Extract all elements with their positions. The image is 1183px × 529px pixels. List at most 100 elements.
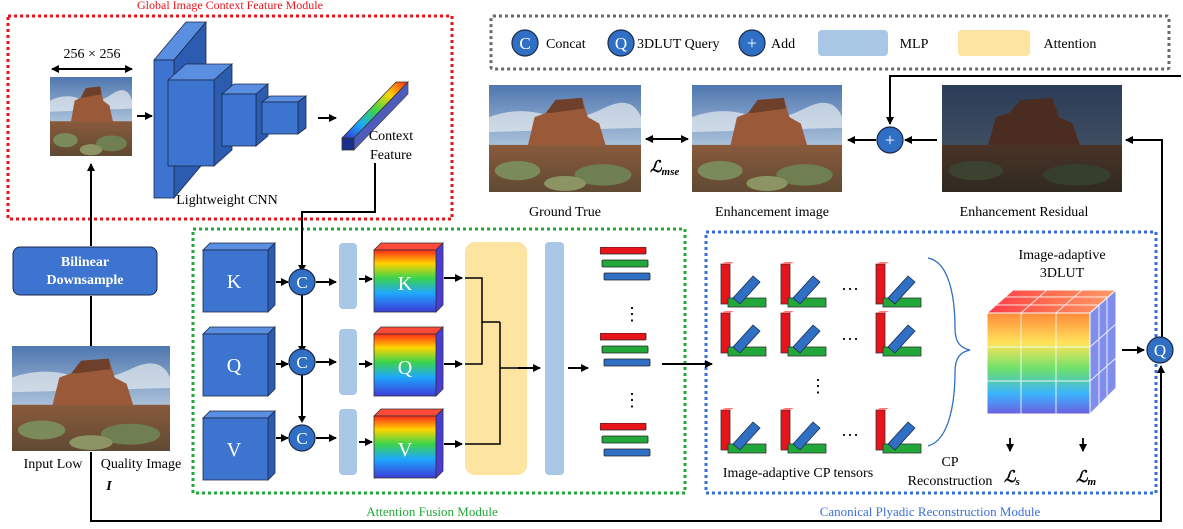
cp-tensor-r2c1 <box>721 311 766 356</box>
attention-module-title: Attention Fusion Module <box>366 504 498 519</box>
q-token-label: Q <box>227 355 242 377</box>
concat-node-v <box>288 424 316 452</box>
loss-m: ℒm <box>1076 469 1097 488</box>
v-feature-cube <box>373 408 444 479</box>
cp-tensor-r2c3 <box>876 311 921 356</box>
legend-concat-label: Concat <box>546 37 586 52</box>
context-label-line2: Feature <box>370 148 412 163</box>
loss-m-subscript: m <box>1088 476 1097 488</box>
k-token-label: K <box>227 271 242 293</box>
concat-node-k-symbol: C <box>296 273 307 292</box>
query-icon-symbol: Q <box>615 34 627 53</box>
lut-label-line2: 3DLUT <box>1040 266 1085 281</box>
cp-ellipsis-r1: … <box>841 274 859 294</box>
enhancement-image <box>692 85 842 192</box>
cnn-label: Lightweight CNN <box>176 193 278 208</box>
output-vectors-3 <box>600 423 650 456</box>
loss-m-symbol: ℒ <box>1076 469 1089 486</box>
loss-mse: ℒmse <box>650 159 679 178</box>
downsampled-image <box>50 77 132 156</box>
attention-swatch <box>958 30 1030 56</box>
cp-brace <box>927 257 971 447</box>
k-feature-cube <box>373 242 444 313</box>
cp-vdots: ⋮ <box>809 376 827 396</box>
lut-label-line1: Image-adaptive <box>1018 248 1105 263</box>
legend-mlp-label: MLP <box>900 37 929 52</box>
legend: C Concat Q 3DLUT Query + Add MLP Attenti… <box>489 14 1171 71</box>
loss-s-symbol: ℒ <box>1004 469 1017 486</box>
concat-node-q <box>288 348 316 376</box>
cp-tensor-r3c1 <box>721 408 766 453</box>
add-node-symbol: + <box>885 130 895 150</box>
concat-node-k <box>288 268 316 296</box>
legend-frame <box>489 14 1171 71</box>
cp-module-title: Canonical Plyadic Reconstruction Module <box>820 504 1041 519</box>
output-vectors-1 <box>600 247 650 280</box>
v-token-cube <box>202 410 276 481</box>
bilinear-downsample-block <box>12 246 158 296</box>
attention-fusion-module-frame <box>191 227 687 495</box>
cp-module: … … ⋮ … Image-adaptive CP tensors CP Rec… <box>721 248 1145 489</box>
mlp-swatch <box>818 30 888 56</box>
downsample-label-line2: Downsample <box>46 273 123 288</box>
global-context-module: 256 × 256 Lightweight CNN Context Featur… <box>50 20 413 208</box>
lut-query-node-symbol: Q <box>1154 341 1166 360</box>
input-variable: I <box>105 479 112 494</box>
legend-attention-label: Attention <box>1044 37 1097 52</box>
loss-s: ℒs <box>1004 469 1020 488</box>
concat-node-q-symbol: C <box>296 353 307 372</box>
cp-tensors-label: Image-adaptive CP tensors <box>723 466 873 481</box>
cp-ellipsis-r2: … <box>841 324 859 344</box>
cp-tensor-r3c2 <box>781 408 826 453</box>
add-icon <box>738 29 766 57</box>
cp-recon-label-line1: CP <box>941 455 958 470</box>
cp-tensor-r2c2 <box>781 311 826 356</box>
k-feature-label: K <box>398 273 413 295</box>
q-feature-cube <box>373 326 444 397</box>
cp-tensor-r1c1 <box>721 262 766 307</box>
cp-recon-label-line2: Reconstruction <box>908 474 993 489</box>
q-token-cube <box>202 326 276 397</box>
cp-ellipsis-r3: … <box>841 420 859 440</box>
ground-true-image <box>489 85 641 192</box>
loss-mse-subscript: mse <box>662 166 680 178</box>
attention-block <box>465 242 527 475</box>
k-token-cube <box>202 242 276 313</box>
concat-icon-symbol: C <box>519 34 530 53</box>
output-mlp <box>545 242 564 475</box>
adaptive-3dlut-cube <box>985 288 1118 416</box>
input-label-line2: Quality Image <box>101 457 181 472</box>
lut-query-node <box>1146 336 1174 364</box>
v-feature-label: V <box>398 439 413 461</box>
output-vdots-2: ⋮ <box>623 390 641 410</box>
enhancement-image-label: Enhancement image <box>715 205 829 220</box>
output-vdots-1: ⋮ <box>623 304 641 324</box>
output-vectors-2 <box>600 333 650 366</box>
size-label: 256 × 256 <box>64 47 121 62</box>
loss-s-subscript: s <box>1015 476 1020 488</box>
legend-query-label: 3DLUT Query <box>637 37 720 52</box>
legend-add-label: Add <box>771 37 795 52</box>
query-icon <box>607 29 635 57</box>
context-label-line1: Context <box>369 129 413 144</box>
add-node <box>876 126 904 154</box>
input-label-line1: Input Low <box>24 457 84 472</box>
q-feature-label: Q <box>398 357 413 379</box>
attention-fusion-module: K Q V C C C <box>202 242 713 481</box>
attention-wiring <box>465 277 518 445</box>
mlp-q <box>339 329 357 395</box>
context-feature-bar <box>341 81 409 151</box>
cp-tensor-r1c2 <box>781 262 826 307</box>
enhancement-residual-label: Enhancement Residual <box>960 205 1089 220</box>
global-context-module-frame <box>6 14 454 221</box>
mlp-k <box>339 243 357 309</box>
mlp-v <box>339 409 357 475</box>
cp-tensor-r3c3 <box>876 408 921 453</box>
loss-mse-symbol: ℒ <box>650 159 663 176</box>
add-icon-symbol: + <box>747 33 757 53</box>
concat-node-v-symbol: C <box>296 429 307 448</box>
lightweight-cnn <box>153 20 308 200</box>
enhancement-residual-image <box>942 85 1122 192</box>
input-image <box>12 346 170 451</box>
